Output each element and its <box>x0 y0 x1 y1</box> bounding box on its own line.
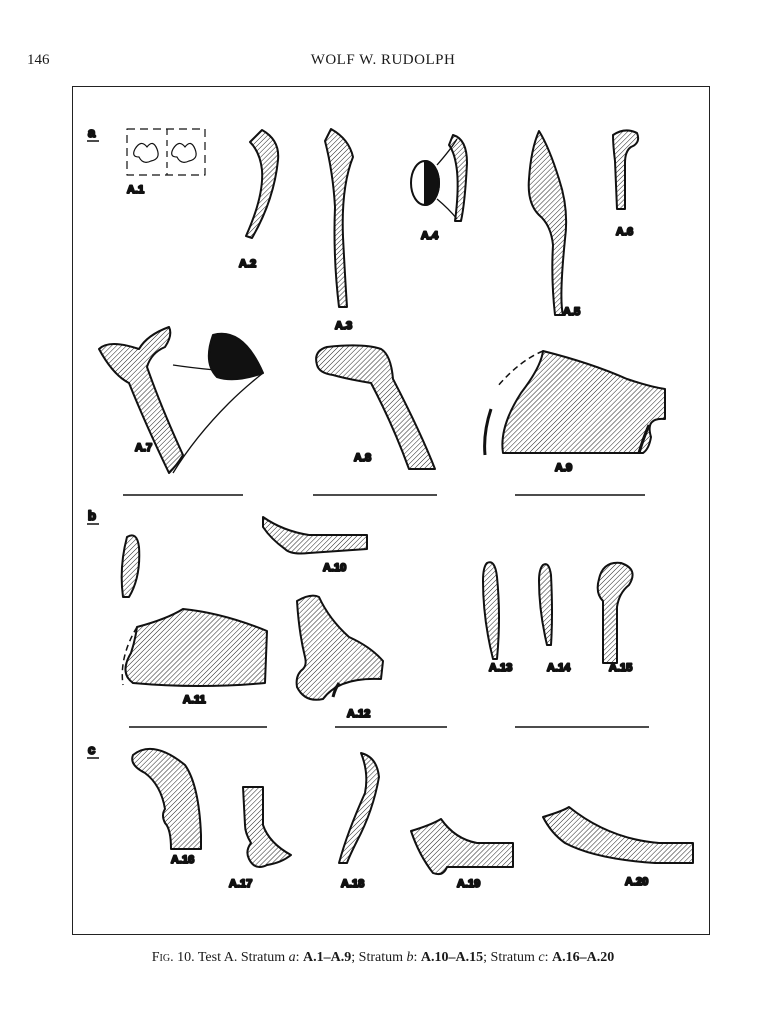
section-marker-c: c <box>88 742 95 757</box>
label-a8: A.8 <box>354 452 371 464</box>
caption-range-c: A.16–A.20 <box>551 950 615 965</box>
label-a6: A.6 <box>616 226 633 238</box>
caption-text-1: Test A. Stratum <box>194 950 289 965</box>
caption-text-3: ; Stratum <box>351 950 407 965</box>
label-a3: A.3 <box>335 320 352 332</box>
sherd-a12 <box>295 594 384 701</box>
label-a1: A.1 <box>127 184 144 196</box>
label-a9: A.9 <box>555 462 572 474</box>
sherd-a3 <box>324 128 354 308</box>
caption-text-5: ; Stratum <box>483 950 539 965</box>
sherd-a9 <box>483 350 666 456</box>
label-a7: A.7 <box>135 442 152 454</box>
pottery-profile-drawing: a b c A.1 A.2 A.3 A.4 A.5 <box>87 124 694 891</box>
label-a4: A.4 <box>421 230 439 242</box>
sherd-a13 <box>482 561 500 660</box>
caption-range-b: A.10–A.15 <box>420 950 484 965</box>
label-a16: A.16 <box>171 854 194 866</box>
caption-text-2: : <box>295 950 304 965</box>
caption-stratum-c: c <box>538 950 545 965</box>
label-a19: A.19 <box>457 878 480 890</box>
sherd-a20 <box>542 806 694 864</box>
section-marker-b: b <box>88 508 96 523</box>
caption-range-a: A.1–A.9 <box>303 950 352 965</box>
label-a2: A.2 <box>239 258 256 270</box>
running-head: 146 WOLF W. RUDOLPH <box>0 52 766 72</box>
sherd-a11 <box>121 608 268 687</box>
section-marker-a: a <box>88 125 96 140</box>
label-a15: A.15 <box>609 662 632 674</box>
running-title: WOLF W. RUDOLPH <box>310 52 456 68</box>
label-a20: A.20 <box>625 876 648 888</box>
label-a14: A.14 <box>547 662 571 674</box>
sherd-a1 <box>126 128 206 176</box>
label-a17: A.17 <box>229 878 252 890</box>
sherd-a18 <box>338 752 380 864</box>
caption-fig-number: Fig. 10. <box>151 950 195 965</box>
sherd-a6 <box>612 129 640 210</box>
label-a5: A.5 <box>563 306 580 318</box>
sherd-a15 <box>596 561 634 664</box>
caption-text-6: : <box>544 950 552 965</box>
label-a11: A.11 <box>183 694 206 706</box>
label-a18: A.18 <box>341 878 364 890</box>
sherd-a7 <box>98 326 264 474</box>
caption-text-4: : <box>413 950 421 965</box>
caption-stratum-a: a <box>288 950 296 965</box>
label-a10: A.10 <box>323 562 346 574</box>
label-a12: A.12 <box>347 708 370 720</box>
sherd-a14 <box>538 563 553 646</box>
sherd-a16 <box>131 747 202 850</box>
sherd-a2 <box>245 129 280 239</box>
sherd-a5 <box>527 130 568 316</box>
sherd-a8 <box>315 344 436 470</box>
figure-frame: a b c A.1 A.2 A.3 A.4 A.5 <box>72 86 710 935</box>
page-number: 146 <box>27 52 50 68</box>
sherd-a10 <box>262 516 368 555</box>
caption-stratum-b: b <box>406 950 414 965</box>
label-a13: A.13 <box>489 662 512 674</box>
sherd-a19 <box>410 818 514 876</box>
sherd-b-rim <box>120 534 141 598</box>
sherd-a4 <box>410 134 468 222</box>
sherd-a17 <box>242 786 292 868</box>
figure-caption: Fig. 10. Test A. Stratum a: A.1–A.9; Str… <box>0 950 766 966</box>
